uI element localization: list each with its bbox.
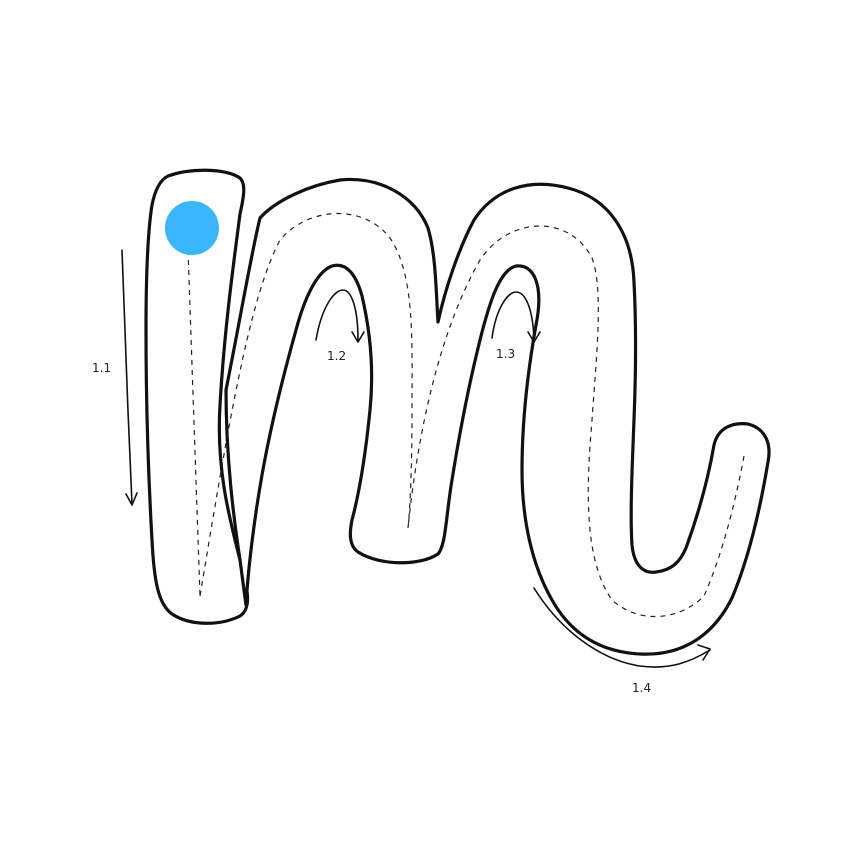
letter-stem-outline [144,168,250,625]
step-label-1-4: 1.4 [632,681,651,695]
letter-arches-outline [224,177,771,656]
dashed-guide-stroke [187,212,745,618]
step-label-1-1: 1.1 [92,361,111,375]
arrow-1-4-icon [533,587,711,668]
step-label-1-2: 1.2 [327,349,346,363]
start-point-dot [165,201,219,255]
arrow-1-3-icon [491,291,541,343]
step-label-1-3: 1.3 [496,347,515,361]
arrow-1-1-icon [121,249,138,506]
arrow-1-2-icon [315,289,365,343]
